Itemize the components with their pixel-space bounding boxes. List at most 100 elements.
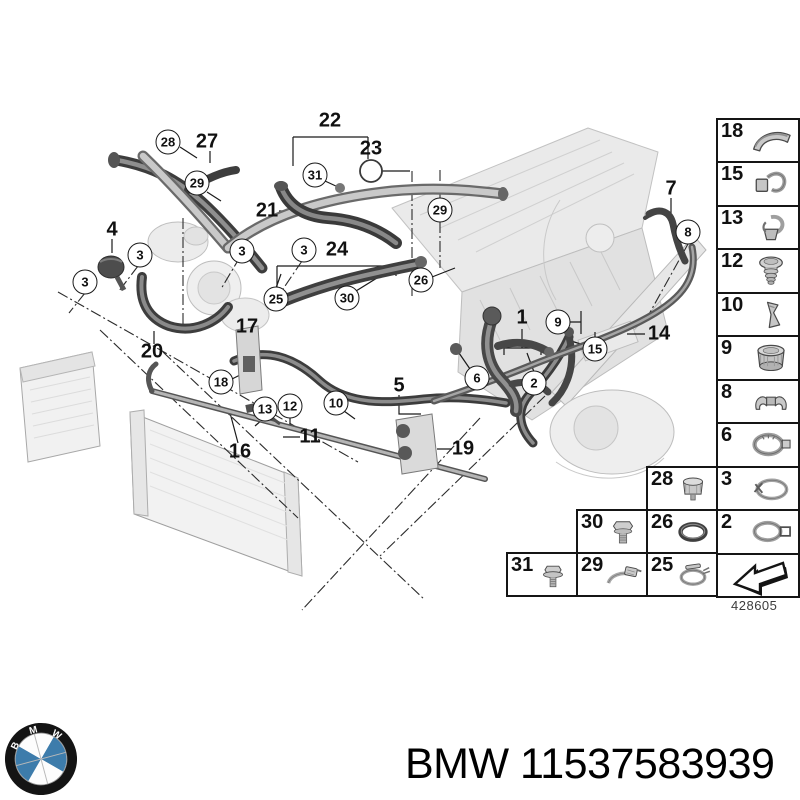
radiator-large	[129, 409, 303, 577]
part-thumb-6: 6	[718, 424, 798, 468]
sealing-cap-icon	[745, 340, 797, 375]
callout-12-circled: 12	[277, 393, 303, 419]
callout-5: 5	[393, 374, 405, 397]
callout-6-circled: 6	[464, 365, 490, 391]
part-thumb-29: 29	[576, 552, 648, 597]
callout-25-circled: 25	[263, 286, 289, 312]
holder-clip-icon	[745, 210, 797, 245]
double-clip-icon	[745, 384, 797, 419]
callout-31-circled: 31	[302, 162, 328, 188]
part-thumb-18: 18	[718, 120, 798, 164]
hose-22	[137, 150, 509, 254]
vacuum-pump	[549, 389, 675, 479]
callout-4: 4	[106, 218, 118, 241]
callout-17: 17	[235, 315, 259, 338]
callout-30-circled: 30	[334, 285, 360, 311]
callout-22: 22	[318, 109, 342, 132]
callout-3-circled: 3	[291, 237, 317, 263]
part-thumb-number: 25	[651, 554, 674, 576]
part-thumb-number: 12	[721, 250, 744, 273]
callout-29-circled: 29	[184, 170, 210, 196]
callout-1: 1	[516, 306, 528, 329]
part-thumb-number: 28	[651, 468, 674, 490]
tbolt-clamp-icon	[671, 557, 715, 593]
part-thumb-15: 15	[718, 163, 798, 207]
callout-3-circled: 3	[229, 238, 255, 264]
fitting-icon	[671, 471, 715, 507]
callout-3-circled: 3	[72, 269, 98, 295]
part-thumb-13: 13	[718, 206, 798, 251]
part-thumb-number: 9	[721, 337, 733, 360]
part-thumb-12: 12	[718, 250, 798, 294]
callout-21: 21	[255, 199, 279, 222]
callout-14: 14	[647, 322, 671, 345]
part-thumb-number: 18	[721, 120, 744, 142]
installation-direction-box	[718, 554, 798, 596]
engine-mount-4	[97, 255, 127, 292]
part-thumb-number: 31	[511, 554, 534, 576]
callout-9-circled: 9	[545, 309, 571, 335]
rail-icon	[745, 123, 797, 158]
callout-20: 20	[140, 340, 164, 363]
callout-3-circled: 3	[127, 242, 153, 268]
footer: B M W BMW 11537583939	[0, 718, 800, 800]
callout-28-circled: 28	[155, 129, 181, 155]
callout-19: 19	[451, 437, 475, 460]
callout-10-circled: 10	[323, 390, 349, 416]
callout-11: 11	[299, 425, 321, 448]
bracket-19	[395, 413, 439, 475]
hose-20	[136, 272, 233, 334]
callout-29-circled: 29	[427, 197, 453, 223]
svg-text:M: M	[28, 724, 39, 737]
part-thumb-number: 10	[721, 293, 744, 316]
hook-clip-icon	[745, 166, 797, 201]
diagram-number: 428605	[731, 598, 778, 613]
part-thumb-25: 25	[646, 552, 718, 597]
part-thumb-28: 28	[646, 466, 718, 511]
bolt-icon	[601, 514, 645, 550]
fitting-31	[335, 183, 345, 193]
callout-27: 27	[195, 130, 219, 153]
callout-8-circled: 8	[675, 219, 701, 245]
brand-text: BMW	[405, 740, 509, 788]
part-number-value: 11537583939	[520, 740, 775, 788]
spring-clamp-icon	[745, 471, 797, 506]
pipe-7	[643, 207, 689, 265]
part-thumb-number: 29	[581, 554, 604, 576]
part-thumb-8: 8	[718, 380, 798, 425]
part-thumb-30: 30	[576, 509, 648, 554]
direction-arrow-icon	[725, 556, 793, 596]
worm-clamp-icon	[601, 557, 645, 593]
part-thumb-number: 30	[581, 511, 604, 533]
part-thumb-number: 6	[721, 424, 733, 447]
callout-13-circled: 13	[252, 396, 278, 422]
bracket-clip-icon	[745, 297, 797, 332]
part-thumb-26: 26	[646, 509, 718, 554]
radiator-small	[19, 351, 101, 463]
part-thumb-number: 13	[721, 206, 744, 229]
callout-16: 16	[228, 440, 252, 463]
hose-21	[274, 181, 402, 249]
part-thumb-number: 2	[721, 511, 733, 534]
part-thumb-9: 9	[718, 337, 798, 381]
hose-10	[229, 350, 511, 408]
bmw-quadrants	[15, 733, 67, 785]
thermostat-and-pump	[147, 221, 270, 333]
rivet-icon	[745, 253, 797, 288]
part-thumb-31: 31	[506, 552, 578, 597]
bmw-logo: B M W	[4, 722, 78, 796]
part-thumb-3: 3	[718, 467, 798, 512]
o-ring-icon	[671, 514, 715, 550]
callout-18-circled: 18	[208, 369, 234, 395]
part-thumb-number: 3	[721, 467, 733, 490]
svg-text:B: B	[9, 740, 22, 751]
callout-15-circled: 15	[582, 336, 608, 362]
part-thumb-number: 8	[721, 380, 733, 403]
callout-23: 23	[359, 137, 383, 160]
hose-24	[277, 256, 427, 307]
part-number-text: BMW 11537583939	[405, 740, 775, 789]
callout-7: 7	[665, 177, 677, 200]
callout-26-circled: 26	[408, 267, 434, 293]
